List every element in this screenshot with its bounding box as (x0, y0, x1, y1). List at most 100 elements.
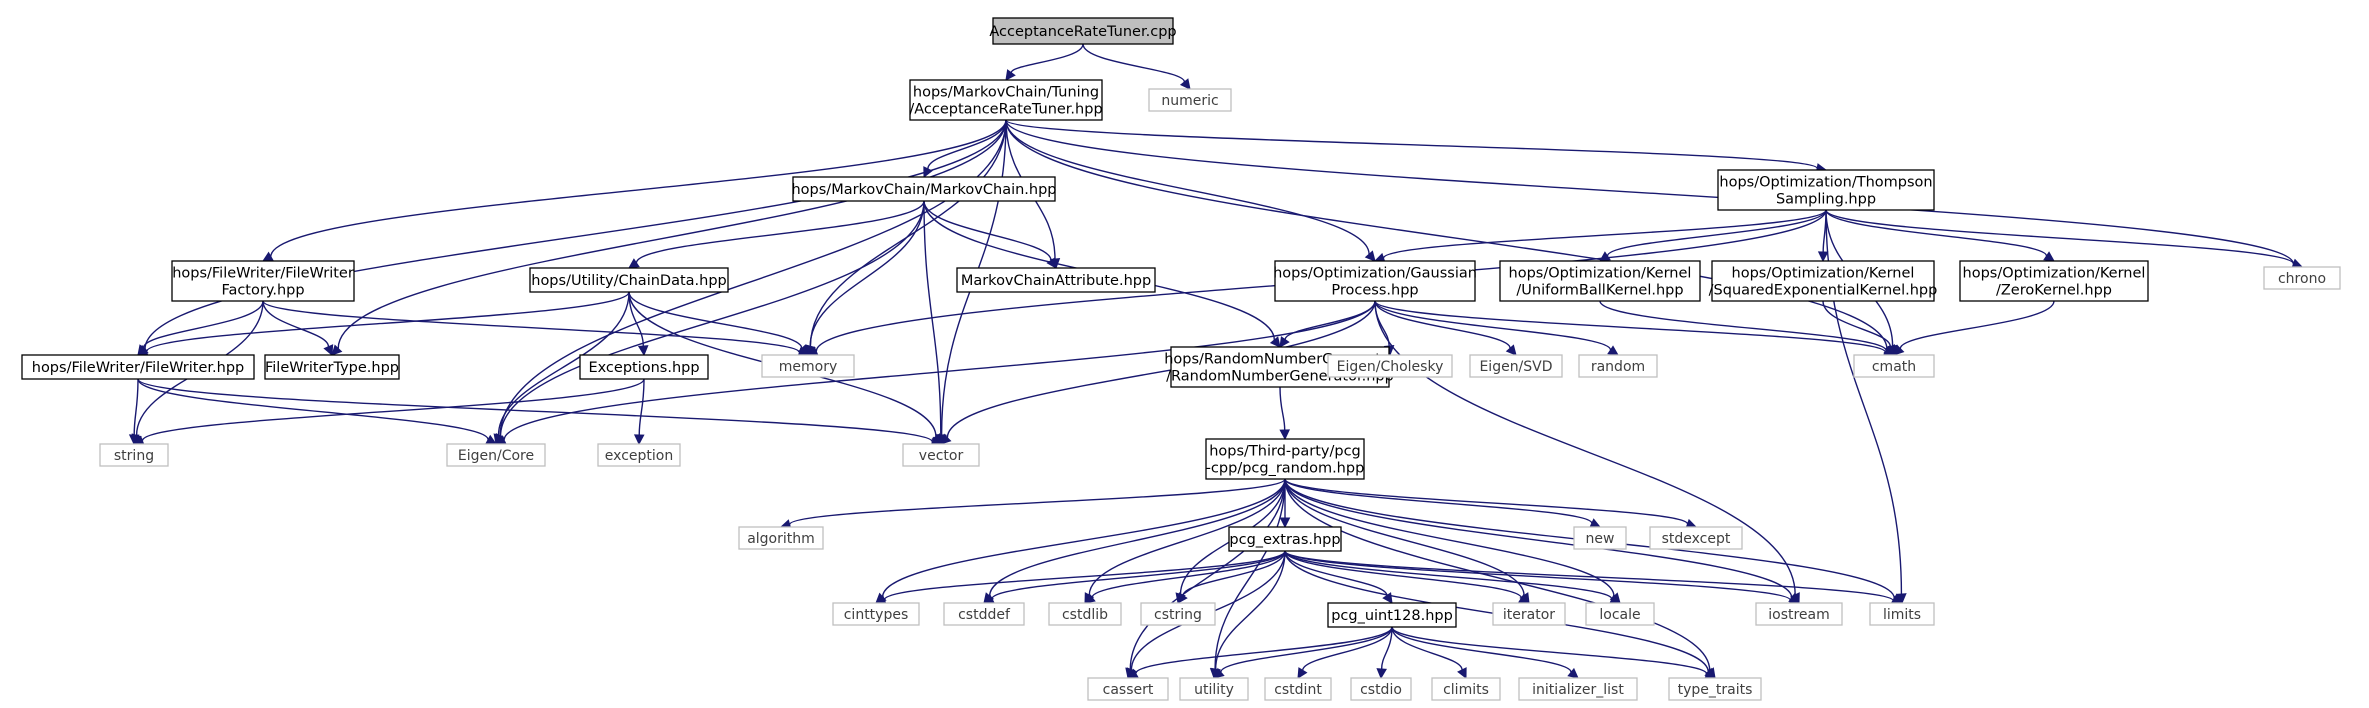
node-box (529, 267, 729, 293)
edge-line (1825, 209, 2048, 257)
edge-line (788, 478, 1286, 526)
node-cstring: cstring (1140, 602, 1216, 626)
node-hops-third-party-pcg-cpp-pcg-random-hpp[interactable]: hops/Third-party/pcg-cpp/pcg_random.hpp (1205, 438, 1365, 480)
arrow-head-icon (1084, 592, 1096, 604)
node-string: string (99, 443, 169, 467)
node-label-line: FileWriterType.hpp (265, 360, 399, 376)
node-box (446, 443, 546, 467)
node-label-line: utility (1194, 682, 1234, 698)
arrow-head-icon (1364, 250, 1376, 262)
node-pcg-extras-hpp[interactable]: pcg_extras.hpp (1228, 526, 1342, 552)
node-exceptions-hpp[interactable]: Exceptions.hpp (579, 354, 709, 380)
edge-line (988, 478, 1286, 597)
node-box (1585, 602, 1655, 626)
edge-art-to-chrono (1005, 119, 2304, 269)
edge-line (1374, 300, 1511, 349)
edge-line (881, 478, 1286, 598)
node-box (1518, 677, 1638, 701)
node-hops-optimization-kernel-uniformballkernel-hpp[interactable]: hops/Optimization/Kernel/UniformBallKern… (1499, 260, 1701, 302)
edge-fwf-to-fwt (262, 300, 334, 357)
edge-line (1825, 209, 2295, 265)
node-pcg-uint128-hpp[interactable]: pcg_uint128.hpp (1327, 602, 1457, 628)
node-label-line: new (1586, 531, 1615, 547)
arrow-head-icon (1457, 667, 1467, 680)
node-label-line: Process.hpp (1331, 283, 1418, 299)
node-label-line: chrono (2278, 271, 2326, 287)
node-label-line: /AcceptanceRateTuner.hpp (909, 102, 1102, 118)
node-acceptanceratetuner-cpp[interactable]: AcceptanceRateTuner.cpp (989, 17, 1177, 45)
edge-pcgr-to-stdexcept (1284, 478, 1698, 529)
edge-rng-to-pcgr (1279, 386, 1291, 441)
edge-pcge-to-utility (1210, 550, 1286, 680)
arrow-head-icon (1005, 69, 1016, 81)
node-label-line: /SquaredExponentialKernel.hpp (1709, 283, 1938, 299)
node-limits: limits (1869, 602, 1935, 626)
node-label-line: Eigen/Core (458, 448, 534, 464)
node-hops-optimization-kernel-zerokernel-hpp[interactable]: hops/Optimization/Kernel/ZeroKernel.hpp (1959, 260, 2149, 302)
node-random: random (1578, 354, 1658, 378)
arrow-head-icon (628, 258, 640, 269)
arrow-head-icon (1179, 78, 1191, 90)
edge-line (1005, 119, 2295, 265)
node-hops-filewriter-filewriter-hpp[interactable]: hops/FileWriter/FileWriter.hpp (21, 354, 255, 380)
arrow-head-icon (1567, 667, 1579, 679)
node-eigen-core: Eigen/Core (446, 443, 546, 467)
node-initializer-list: initializer_list (1518, 677, 1638, 701)
edge-line (1214, 478, 1286, 670)
node-iterator: iterator (1492, 602, 1566, 626)
edge-fw-to-eigencore (137, 378, 497, 445)
node-utility: utility (1179, 677, 1249, 701)
edge-line (262, 300, 330, 347)
edge-line (1005, 119, 1370, 255)
node-hops-markovchain-tuning-acceptanceratetuner-hpp[interactable]: hops/MarkovChain/Tuning/AcceptanceRateTu… (909, 79, 1103, 121)
node-cmath: cmath (1853, 354, 1935, 378)
node-filewritertype-hpp[interactable]: FileWriterType.hpp (264, 354, 400, 380)
node-hops-optimization-kernel-squaredexponentialkernel-hpp[interactable]: hops/Optimization/Kernel/SquaredExponent… (1709, 260, 1938, 302)
edge-gp-to-svd (1374, 300, 1517, 356)
node-box (1087, 677, 1169, 701)
node-hops-utility-chaindata-hpp[interactable]: hops/Utility/ChainData.hpp (529, 267, 729, 293)
edge-line (1284, 478, 1593, 524)
edge-fwf-to-memory (262, 300, 810, 358)
node-cstddef: cstddef (943, 602, 1025, 626)
edge-line (141, 378, 645, 442)
arrow-head-icon (633, 434, 645, 446)
edge-fw-to-vector (137, 378, 943, 447)
node-box (1573, 526, 1627, 550)
arrow-head-icon (1297, 667, 1308, 679)
edge-pcge-to-cstring (1177, 550, 1286, 604)
node-hops-markovchain-markovchain-hpp[interactable]: hops/MarkovChain/MarkovChain.hpp (791, 176, 1057, 202)
edge-pcgr-to-algorithm (779, 478, 1286, 530)
node-label-line: Exceptions.hpp (588, 360, 699, 376)
arrow-head-icon (1279, 336, 1290, 348)
node-label-line: hops/Third-party/pcg (1209, 444, 1361, 460)
edge-zk-to-cmath (1893, 300, 2055, 356)
edge-line (1284, 550, 1792, 602)
arrow-head-icon (1382, 592, 1393, 604)
edge-mc-to-eigencore (495, 200, 925, 445)
node-markovchainattribute-hpp[interactable]: MarkovChainAttribute.hpp (956, 267, 1156, 293)
node-algorithm: algorithm (738, 526, 824, 550)
edge-line (1214, 550, 1286, 670)
edge-pcgr-to-cinttypes (875, 478, 1286, 604)
node-label-line: Eigen/Cholesky (1337, 359, 1444, 375)
edge-line (991, 550, 1286, 600)
edge-line (142, 300, 264, 349)
node-box (1140, 602, 1216, 626)
edge-line (927, 119, 1007, 170)
node-box (956, 267, 1156, 293)
edge-line (1005, 119, 1818, 170)
node-label-line: limits (1883, 607, 1921, 623)
edge-cd-to-memory (628, 291, 809, 356)
arrow-head-icon (637, 345, 649, 357)
edge-line (1091, 550, 1286, 598)
edge-art-to-fw (137, 119, 1007, 356)
node-label-line: pcg_uint128.hpp (1331, 608, 1453, 624)
node-box (992, 17, 1174, 45)
edge-sek-to-cmath (1822, 300, 1896, 357)
edge-line (1135, 626, 1393, 675)
edge-line (1822, 300, 1892, 347)
